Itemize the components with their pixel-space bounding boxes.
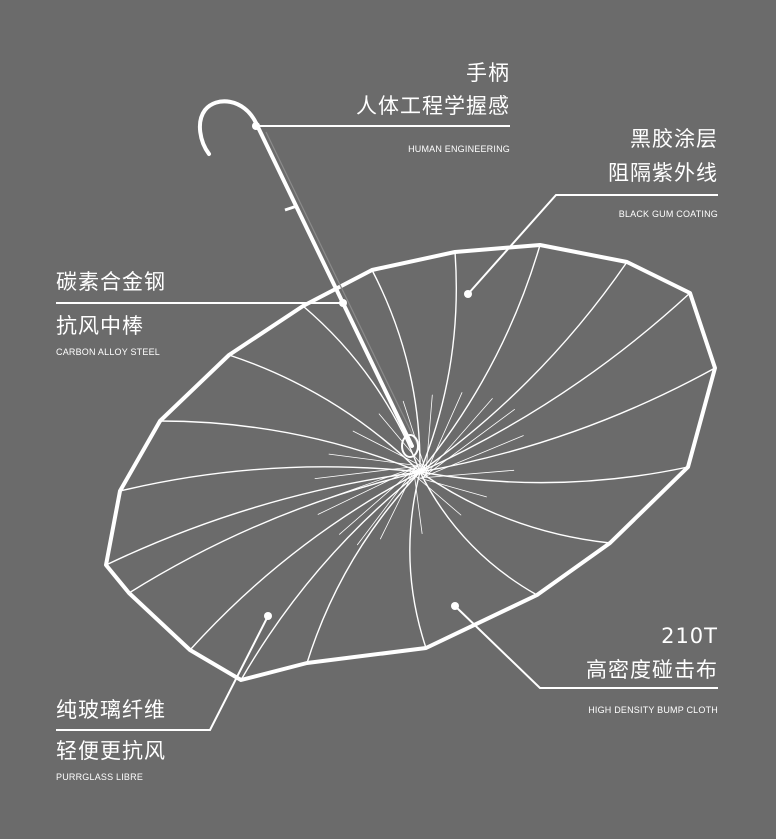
ribs-leader-line xyxy=(56,615,269,731)
umbrella-rib xyxy=(419,244,541,473)
handle-subtitle: 人体工程学握感 xyxy=(356,94,510,118)
umbrella-strut xyxy=(380,468,416,540)
umbrella-strut xyxy=(352,430,424,468)
umbrella-strut xyxy=(421,435,524,479)
umbrella-shaft xyxy=(254,121,414,448)
umbrella-rib xyxy=(128,471,421,594)
umbrella-strut xyxy=(422,409,515,478)
umbrella-strut xyxy=(357,467,416,546)
umbrella-rib xyxy=(419,471,611,544)
cloth-subtitle: 高密度碰击布 xyxy=(586,658,718,682)
shaft-title: 碳素合金钢 xyxy=(56,270,166,294)
coating-dot xyxy=(464,290,472,298)
ribs-dot xyxy=(264,612,272,620)
umbrella-rib xyxy=(105,471,421,566)
ribs-title: 纯玻璃纤维 xyxy=(56,698,166,722)
umbrella-shaft-inner xyxy=(265,131,419,447)
umbrella-strut xyxy=(328,453,422,467)
coating-subtitle: 阻隔紫外线 xyxy=(608,161,718,185)
handle-dot xyxy=(252,122,260,130)
coating-english: BLACK GUM COATING xyxy=(618,209,718,219)
umbrella-rib xyxy=(419,292,691,473)
umbrella-canopy-rim xyxy=(104,243,717,682)
leader-lines xyxy=(56,125,718,731)
umbrella-rib xyxy=(306,471,421,664)
cloth-title: 210T xyxy=(661,624,718,648)
coating-leader-line xyxy=(467,194,718,295)
umbrella-runner xyxy=(401,434,419,458)
umbrella-strut xyxy=(415,475,462,516)
shaft-collar xyxy=(284,204,298,212)
shaft-dot xyxy=(339,299,347,307)
cloth-leader-line xyxy=(454,605,718,689)
coating-title: 黑胶涂层 xyxy=(630,127,718,151)
umbrella-rib xyxy=(302,305,421,473)
ribs-subtitle: 轻便更抗风 xyxy=(56,739,166,763)
umbrella-handle xyxy=(197,99,258,156)
umbrella-rib xyxy=(419,471,538,596)
umbrella-rib xyxy=(419,251,457,473)
shaft-english: CARBON ALLOY STEEL xyxy=(56,347,160,357)
ribs-english: PURRGLASS LIBRE xyxy=(56,772,144,782)
umbrella-strut xyxy=(425,394,433,474)
leader-dots xyxy=(252,122,472,620)
umbrella-rib xyxy=(409,471,427,649)
umbrella-rib xyxy=(240,471,421,681)
umbrella-strut xyxy=(417,477,487,498)
umbrella-rib xyxy=(159,420,421,473)
umbrella-rib xyxy=(419,261,628,473)
shaft-subtitle: 抗风中棒 xyxy=(56,314,144,338)
umbrella-rib xyxy=(371,269,421,473)
umbrella-strut xyxy=(309,465,419,505)
umbrella-ribs xyxy=(105,244,716,681)
handle-title: 手柄 xyxy=(466,61,510,85)
umbrella-strut xyxy=(423,398,493,477)
handle-english: HUMAN ENGINEERING xyxy=(408,144,510,154)
umbrella-rib xyxy=(419,367,716,473)
umbrella-rib xyxy=(419,466,689,484)
umbrella-strut xyxy=(419,469,515,479)
umbrella-strut xyxy=(339,466,417,535)
umbrella-rib xyxy=(228,354,421,473)
umbrella-rib xyxy=(189,471,421,651)
umbrella-strut xyxy=(413,471,423,534)
cloth-dot xyxy=(451,602,459,610)
umbrella-rib xyxy=(119,466,421,492)
cloth-english: HIGH DENSITY BUMP CLOTH xyxy=(588,705,718,715)
umbrella-strut xyxy=(424,392,463,476)
umbrella-strut xyxy=(314,465,421,479)
